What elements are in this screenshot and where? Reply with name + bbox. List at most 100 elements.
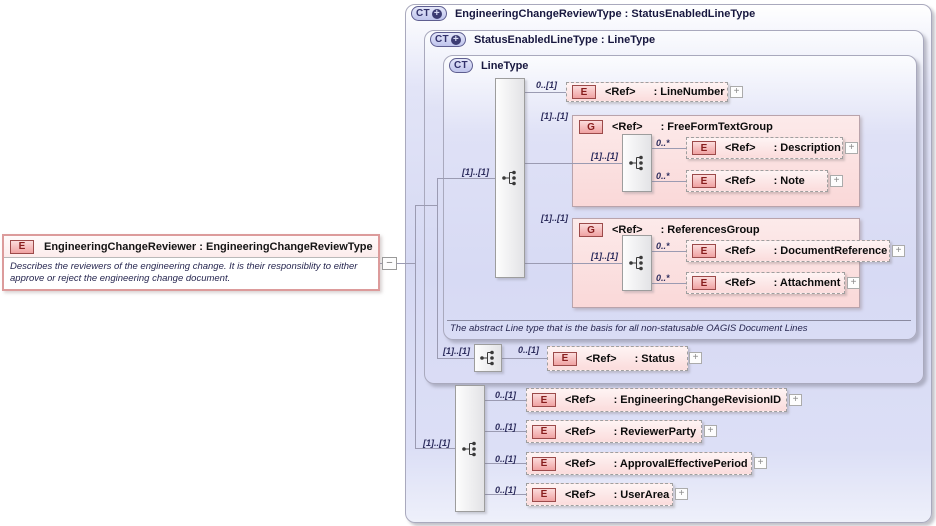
expand-icon[interactable]: + (754, 457, 767, 469)
ref-label: <Ref> (605, 86, 636, 98)
sequence-connector[interactable] (455, 385, 485, 512)
linetype-footnote: The abstract Line type that is the basis… (450, 323, 808, 334)
sequence-connector[interactable] (622, 134, 652, 192)
expand-icon[interactable]: + (675, 488, 688, 500)
ref-label: <Ref> (612, 224, 643, 236)
expand-icon[interactable]: + (789, 394, 802, 406)
cardinality-label: [1]..[1] (462, 167, 489, 177)
connector-line (437, 178, 438, 359)
ct-badge-label: CT (416, 8, 430, 19)
element-name: : Attachment (773, 277, 841, 289)
collapse-icon[interactable]: − (382, 257, 397, 270)
inner-title: LineType (480, 59, 529, 72)
cardinality-label: 0..[1] (536, 80, 558, 90)
element-badge: E (692, 244, 716, 258)
element-name: : UserArea (613, 488, 670, 501)
middle-title: StatusEnabledLineType : LineType (473, 33, 656, 46)
footnote-divider (447, 320, 911, 321)
cardinality-label: 0..* (656, 138, 670, 148)
connector-line (437, 178, 495, 179)
cardinality-label: 0..* (656, 273, 670, 283)
element-reviewerparty[interactable]: E <Ref> : ReviewerParty (526, 420, 702, 443)
cardinality-label: 0..* (656, 241, 670, 251)
element-badge: E (532, 487, 556, 502)
cardinality-label: [1]..[1] (541, 111, 568, 121)
element-documentreference[interactable]: E <Ref> : DocumentReference (686, 240, 890, 262)
element-badge: E (532, 424, 556, 439)
connector-line (415, 205, 438, 206)
connector-line (652, 251, 686, 252)
element-name: : ApprovalEffectivePeriod (613, 457, 748, 470)
cardinality-label: [1]..[1] (541, 213, 568, 223)
sequence-connector[interactable] (474, 344, 502, 372)
expand-icon[interactable]: + (689, 352, 702, 364)
cardinality-label: 0..[1] (495, 422, 517, 432)
element-attachment[interactable]: E <Ref> : Attachment (686, 272, 845, 294)
ref-label: <Ref> (725, 277, 756, 289)
element-name: : ReviewerParty (613, 425, 697, 438)
ref-label: <Ref> (586, 352, 617, 365)
cardinality-label: 0..[1] (518, 345, 540, 355)
element-name: : Status (634, 352, 675, 365)
expand-icon[interactable]: + (847, 277, 860, 289)
ref-label: <Ref> (725, 245, 756, 257)
element-badge: E (532, 393, 556, 407)
connector-line (415, 205, 416, 449)
element-engineeringchangerevisionid[interactable]: E <Ref> : EngineeringChangeRevisionID (526, 388, 787, 412)
expand-icon[interactable]: + (845, 142, 858, 154)
connector-line (652, 283, 686, 284)
root-element-title: EngineeringChangeReviewer : EngineeringC… (44, 240, 373, 253)
root-element-box[interactable]: E EngineeringChangeReviewer : Engineerin… (2, 234, 380, 291)
connector-line (485, 400, 526, 401)
element-approvaleffectiveperiod[interactable]: E <Ref> : ApprovalEffectivePeriod (526, 452, 752, 475)
complex-type-badge: CT+ (430, 32, 466, 47)
element-description[interactable]: E <Ref> : Description (686, 137, 843, 159)
complex-type-badge: CT+ (411, 6, 447, 21)
element-badge: E (692, 174, 716, 188)
element-note[interactable]: E <Ref> : Note (686, 170, 828, 192)
group-title: G <Ref> : ReferencesGroup (579, 223, 760, 237)
expand-icon[interactable]: + (704, 425, 717, 437)
element-userarea[interactable]: E <Ref> : UserArea (526, 483, 673, 506)
ref-label: <Ref> (725, 175, 756, 187)
connector-line (652, 181, 686, 182)
sequence-icon (629, 255, 643, 271)
derived-plus-icon: + (450, 33, 461, 45)
cardinality-label: [1]..[1] (423, 438, 450, 448)
expand-icon[interactable]: + (892, 245, 905, 257)
middle-header: CT+ StatusEnabledLineType : LineType (430, 32, 655, 47)
element-badge: E (692, 276, 716, 290)
group-badge: G (579, 223, 603, 237)
ref-label: <Ref> (725, 142, 756, 154)
connector-line (485, 431, 526, 432)
cardinality-label: [1]..[1] (591, 251, 618, 261)
sequence-connector[interactable] (622, 235, 652, 291)
connector-line (415, 448, 455, 449)
cardinality-label: [1]..[1] (591, 151, 618, 161)
sequence-icon (502, 170, 516, 186)
element-linenumber[interactable]: E <Ref> : LineNumber (566, 82, 728, 102)
element-badge: E (532, 456, 556, 471)
element-status[interactable]: E <Ref> : Status (547, 346, 688, 371)
ref-label: <Ref> (565, 394, 596, 406)
group-freeformtextgroup[interactable]: G <Ref> : FreeFormTextGroup (572, 115, 860, 207)
element-name: : Note (773, 175, 805, 187)
ct-badge-label: CT (454, 60, 468, 71)
sequence-icon (462, 441, 476, 456)
sequence-connector[interactable] (495, 78, 525, 278)
ref-label: <Ref> (565, 457, 596, 470)
ref-label: <Ref> (612, 121, 643, 133)
expand-icon[interactable]: + (730, 86, 743, 98)
group-name: : FreeFormTextGroup (660, 121, 773, 133)
group-title: G <Ref> : FreeFormTextGroup (579, 120, 773, 134)
cardinality-label: 0..[1] (495, 485, 517, 495)
ct-badge-label: CT (435, 34, 449, 45)
connector-line (380, 263, 416, 264)
connector-line (502, 358, 547, 359)
element-name: : LineNumber (653, 86, 725, 98)
expand-icon[interactable]: + (830, 175, 843, 187)
outer-title: EngineeringChangeReviewType : StatusEnab… (454, 7, 756, 20)
element-badge: E (553, 351, 577, 366)
ref-label: <Ref> (565, 425, 596, 438)
